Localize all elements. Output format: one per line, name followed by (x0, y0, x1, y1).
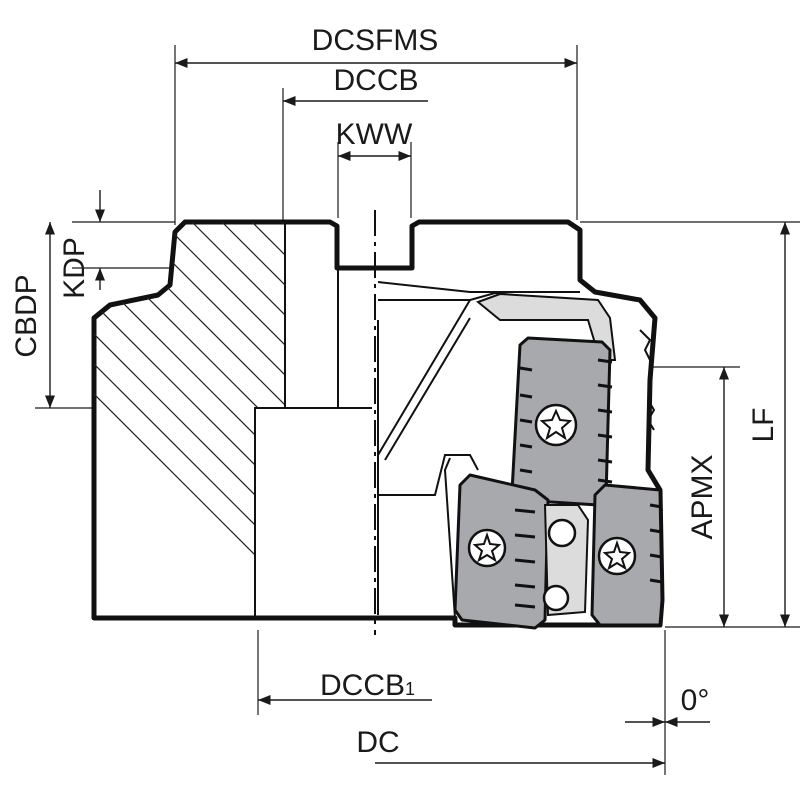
insert-upper (476, 292, 617, 507)
insert-lower-left (453, 473, 550, 630)
dimension-lf: LF (580, 221, 800, 628)
screw-torx-icon (597, 536, 637, 576)
label-dcsfms: DCSFMS (312, 24, 439, 57)
label-kww: KWW (336, 118, 413, 151)
label-cbdp: CBDP (10, 274, 43, 357)
screw-torx-icon (534, 403, 578, 447)
label-dccb: DCCB (333, 64, 418, 97)
dimension-dc: DC (356, 726, 665, 769)
wedge-block (542, 504, 590, 617)
dimension-dcsfms: DCSFMS (174, 24, 578, 225)
dimension-apmx: APMX (610, 366, 740, 627)
label-apmx: APMX (686, 454, 719, 539)
dimension-dccb: DCCB (282, 64, 428, 222)
screw-torx-icon (467, 528, 507, 568)
label-angle: 0° (681, 684, 710, 717)
cutter-body (91, 219, 665, 628)
insert-lower-right (590, 483, 664, 627)
label-lf: LF (747, 407, 780, 442)
dimension-angle: 0° (625, 630, 710, 775)
label-dc: DC (356, 726, 399, 759)
label-kdp: KDP (58, 237, 91, 299)
label-dccb1: DCCB1 (320, 669, 415, 702)
dimension-dccb1: DCCB1 (257, 630, 432, 715)
dimension-kww: KWW (336, 118, 413, 218)
